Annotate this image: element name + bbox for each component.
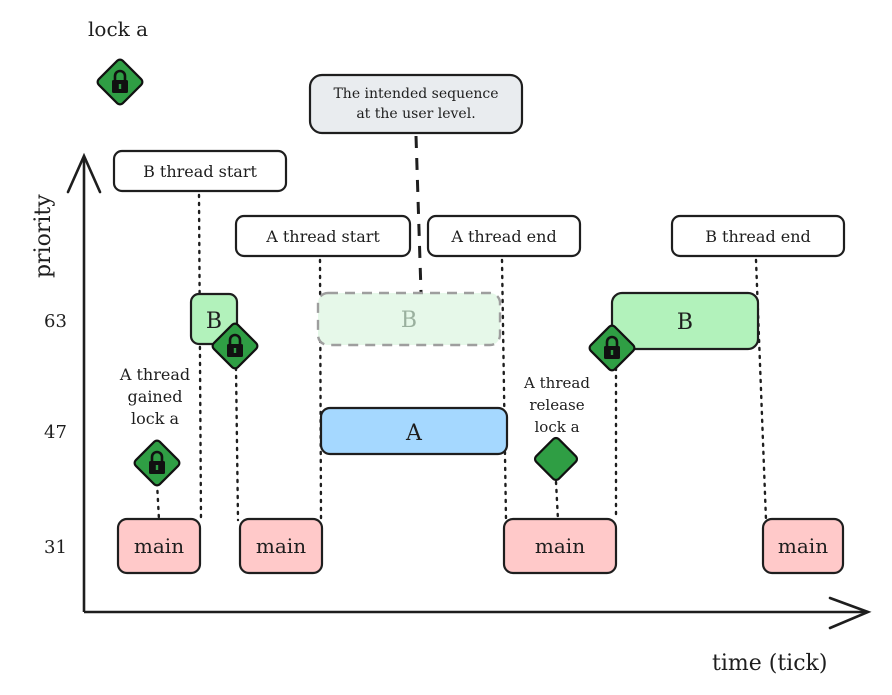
a-thread-start-callout: A thread start	[234, 214, 412, 258]
y-tick-47: 47	[44, 422, 67, 443]
lock-icon	[588, 324, 636, 372]
b-block-intended-label: B	[401, 308, 417, 333]
intended-sequence-line1: The intended sequence	[333, 86, 498, 102]
b-thread-end-callout: B thread end	[670, 214, 846, 258]
x-axis-label: time (tick)	[712, 651, 827, 676]
main-block-1: main	[116, 517, 202, 575]
unlocked-diamond-icon	[533, 436, 579, 482]
intended-sequence-line2: at the user level.	[356, 106, 475, 122]
a-thread-end-callout: A thread end	[426, 214, 582, 258]
a-block-label: A	[405, 421, 423, 446]
y-tick-31: 31	[44, 537, 67, 558]
a-thread-start-label: A thread start	[265, 227, 380, 246]
main-block-3-label: main	[535, 534, 585, 558]
main-block-2: main	[238, 517, 324, 575]
lock-icon	[133, 439, 181, 487]
lock-legend-label: lock a	[88, 17, 148, 41]
b-thread-end-label: B thread end	[705, 227, 811, 246]
x-axis	[84, 596, 872, 630]
a-release-line1: A thread	[523, 374, 590, 392]
y-tick-63: 63	[44, 311, 67, 332]
a-block: A	[319, 406, 509, 456]
main-block-4: main	[761, 517, 845, 575]
y-axis	[66, 152, 102, 612]
intended-sequence-connector	[414, 135, 423, 293]
dotted-guides	[155, 193, 768, 524]
main-block-3: main	[502, 517, 618, 575]
a-gained-line1: A thread	[119, 365, 190, 384]
b-block-late: B	[610, 291, 760, 351]
main-block-4-label: main	[778, 534, 828, 558]
b-block-early-label: B	[206, 309, 222, 334]
b-thread-start-callout: B thread start	[112, 149, 288, 193]
a-release-lock-note: A thread release lock a	[523, 374, 590, 436]
lock-legend-icon	[96, 58, 144, 106]
intended-sequence-callout: The intended sequence at the user level.	[308, 73, 524, 135]
main-block-1-label: main	[134, 534, 184, 558]
a-release-line2: release	[529, 396, 584, 414]
a-release-line3: lock a	[534, 418, 579, 436]
main-block-2-label: main	[256, 534, 306, 558]
a-gained-line2: gained	[128, 387, 183, 406]
b-block-intended: B	[316, 291, 502, 347]
b-thread-start-label: B thread start	[143, 162, 257, 181]
b-block-late-label: B	[677, 310, 693, 335]
a-gained-line3: lock a	[131, 409, 179, 428]
lock-icon	[211, 322, 259, 370]
y-axis-label: priority	[31, 194, 56, 278]
a-gained-lock-note: A thread gained lock a	[119, 365, 190, 428]
a-thread-end-label: A thread end	[450, 227, 556, 246]
